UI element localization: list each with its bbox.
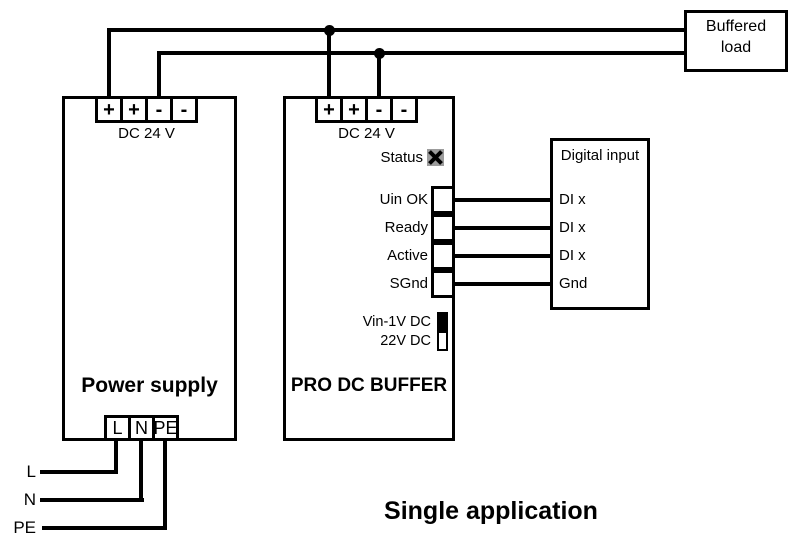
power-supply-box — [62, 96, 237, 441]
ps-terminal-minus-1: - — [145, 96, 173, 123]
voltage-slider-knob — [439, 314, 446, 333]
power-supply-top-terminal-block: + + - - — [95, 96, 198, 123]
wire-mains-n-vertical — [139, 438, 143, 502]
buffer-status-label: Status — [380, 149, 423, 166]
ps-terminal-pe: PE — [152, 415, 179, 441]
wire-positive-ps-riser — [107, 28, 111, 99]
digital-input-pin-3: DI x — [559, 247, 586, 264]
signal-terminal-ready — [431, 214, 455, 242]
buffered-load-line1: Buffered — [705, 18, 767, 35]
buffer-top-terminal-block: + + - - — [315, 96, 418, 123]
status-x-icon — [427, 149, 444, 166]
signal-terminal-sgnd — [431, 270, 455, 298]
wire-mains-l-horizontal — [40, 470, 118, 474]
buffer-terminal-minus-2: - — [390, 96, 418, 123]
wire-mains-pe-horizontal — [42, 526, 167, 530]
digital-input-pin-gnd: Gnd — [559, 275, 588, 292]
wire-signal-ready — [452, 226, 552, 230]
buffer-terminal-minus-1: - — [365, 96, 393, 123]
wire-positive-buffer-drop — [327, 30, 331, 99]
wire-mains-n-horizontal — [40, 498, 144, 502]
power-supply-title: Power supply — [81, 374, 218, 397]
power-supply-bottom-terminal-block: L N PE — [104, 415, 179, 441]
mains-label-l: L — [26, 462, 36, 481]
wire-signal-sgnd — [452, 282, 552, 286]
buffered-load-box — [684, 10, 788, 72]
buffer-box — [283, 96, 455, 441]
signal-label-uin-ok: Uin OK — [379, 191, 428, 208]
switch-label-vin: Vin-1V DC — [362, 314, 431, 330]
signal-label-active: Active — [387, 247, 428, 264]
buffered-load-label: Buffered load — [684, 16, 788, 58]
mains-label-pe: PE — [13, 518, 36, 537]
mains-label-n: N — [23, 490, 36, 509]
junction-dot-positive — [324, 25, 335, 36]
ps-terminal-plus-2: + — [120, 96, 148, 123]
ps-dc24v-label: DC 24 V — [118, 125, 175, 142]
buffer-dc24v-label: DC 24 V — [338, 125, 395, 142]
wire-mains-l-vertical — [114, 438, 118, 474]
digital-input-pin-1: DI x — [559, 191, 586, 208]
buffer-terminal-plus-1: + — [315, 96, 343, 123]
wire-positive-bus-horizontal — [107, 28, 686, 32]
wire-negative-bus-horizontal — [157, 51, 686, 55]
wire-signal-uin-ok — [452, 198, 552, 202]
buffer-terminal-plus-2: + — [340, 96, 368, 123]
switch-label-22v: 22V DC — [380, 333, 431, 349]
digital-input-title: Digital input — [560, 147, 640, 164]
wire-signal-active — [452, 254, 552, 258]
signal-label-sgnd: SGnd — [389, 275, 428, 292]
ps-terminal-l: L — [104, 415, 131, 441]
buffer-title: PRO DC BUFFER — [290, 375, 448, 396]
diagram-caption: Single application — [384, 497, 598, 525]
wire-negative-buffer-drop — [377, 53, 381, 99]
buffered-load-line2: load — [720, 39, 752, 56]
signal-terminal-active — [431, 242, 455, 270]
junction-dot-negative — [374, 48, 385, 59]
wire-negative-ps-riser — [157, 51, 161, 99]
signal-label-ready: Ready — [384, 219, 428, 236]
ps-terminal-n: N — [128, 415, 155, 441]
ps-terminal-plus-1: + — [95, 96, 123, 123]
digital-input-pin-2: DI x — [559, 219, 586, 236]
voltage-slider-icon — [437, 312, 448, 351]
digital-input-box — [550, 138, 650, 310]
wire-mains-pe-vertical — [163, 438, 167, 530]
ps-terminal-minus-2: - — [170, 96, 198, 123]
signal-terminal-uin-ok — [431, 186, 455, 214]
